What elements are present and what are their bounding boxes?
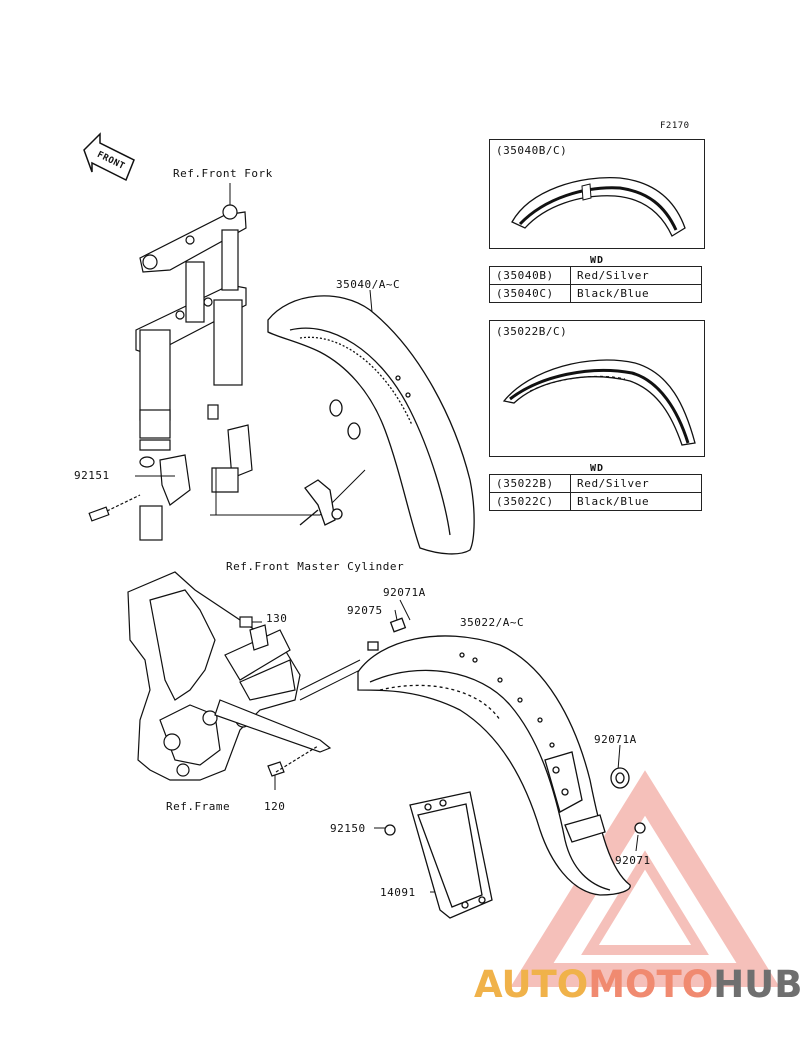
watermark-hub: HUB <box>713 963 800 1006</box>
table-row: (35022C) Black/Blue <box>489 492 702 511</box>
callout-14091: 14091 <box>380 886 416 899</box>
front-fender-variant-panel: (35040B/C) <box>489 139 705 249</box>
front-fender-panel-code: (35040B/C) <box>496 144 568 157</box>
watermark-moto: MOTO <box>588 963 714 1006</box>
front-fender-color-table: (35040B) Red/Silver (35040C) Black/Blue <box>489 266 702 303</box>
ref-front-master-cylinder: Ref.Front Master Cylinder <box>226 560 405 573</box>
rear-fender-variant-panel: (35022B/C) <box>489 320 705 457</box>
table-row: (35022B) Red/Silver <box>489 474 702 493</box>
table-row: (35040C) Black/Blue <box>489 284 702 303</box>
frame-assembly <box>127 571 332 781</box>
variant-color: Red/Silver <box>570 266 702 285</box>
rear-fender-variant-illustration <box>502 359 696 446</box>
callout-35022: 35022/A~C <box>460 616 525 629</box>
front-fender-variant-illustration <box>511 176 686 237</box>
variant-code: (35040B) <box>489 266 571 285</box>
callout-92071A-top: 92071A <box>383 586 426 599</box>
callout-92071A-right: 92071A <box>594 733 637 746</box>
callout-35040: 35040/A~C <box>336 278 401 291</box>
bolt-92151 <box>88 494 141 522</box>
callout-92075: 92075 <box>347 604 383 617</box>
rear-fender-wd-label: WD <box>590 463 605 474</box>
ref-frame: Ref.Frame <box>166 800 231 813</box>
front-arrow-icon <box>83 132 135 182</box>
callout-130: 130 <box>266 612 288 625</box>
front-fender-35040 <box>267 295 475 555</box>
variant-color: Black/Blue <box>570 492 702 511</box>
callout-92151: 92151 <box>74 469 110 482</box>
variant-code: (35022C) <box>489 492 571 511</box>
front-fork-assembly <box>135 204 253 541</box>
rear-fender-35022 <box>357 617 646 896</box>
figure-id: F2170 <box>660 121 690 131</box>
watermark-brand: AUTOMOTOHUB <box>474 963 800 1006</box>
variant-code: (35022B) <box>489 474 571 493</box>
callout-92150: 92150 <box>330 822 366 835</box>
mudguard-14091 <box>384 791 493 919</box>
table-row: (35040B) Red/Silver <box>489 266 702 285</box>
ref-front-fork: Ref.Front Fork <box>173 167 273 180</box>
rear-fender-panel-code: (35022B/C) <box>496 325 568 338</box>
variant-code: (35040C) <box>489 284 571 303</box>
variant-color: Black/Blue <box>570 284 702 303</box>
variant-color: Red/Silver <box>570 474 702 493</box>
rear-fender-color-table: (35022B) Red/Silver (35022C) Black/Blue <box>489 474 702 511</box>
callout-120: 120 <box>264 800 286 813</box>
front-fender-wd-label: WD <box>590 255 605 266</box>
watermark-auto: AUTO <box>474 963 589 1006</box>
callout-92071: 92071 <box>615 854 651 867</box>
